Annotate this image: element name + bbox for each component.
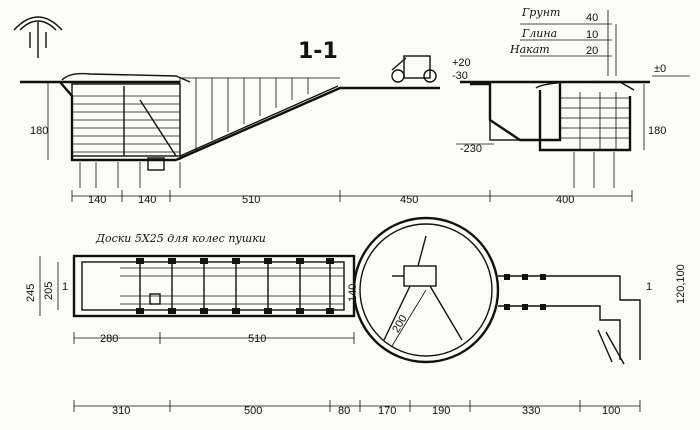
elev-zero: ±0 [654,63,666,75]
emblem-icon [13,16,63,58]
section-title: 1-1 [298,39,338,64]
section-right-depth: 180 [648,125,666,137]
plan-row2-2: 80 [338,405,350,417]
legend-value-0: 40 [586,12,598,24]
plan-right-note: 120,100 [675,264,687,304]
gun-icon [391,55,437,83]
plan-row1-0: 280 [100,333,118,345]
section-view: +20 -30 ±0 -230 180 180 140 140 510 450 … [20,55,690,206]
sdim-1: 140 [138,194,156,206]
legend-label-1: Глина [521,27,557,40]
plan-radius: 200 [390,313,410,335]
plan-row2-0: 310 [112,405,130,417]
plan-row1-1: 510 [248,333,266,345]
sdim-0: 140 [88,194,106,206]
plan-left-inner: 205 [43,282,55,300]
section-mark-right: 1 [646,281,652,293]
elev-minus30: -30 [452,70,468,82]
elev-minus230: -230 [460,143,482,155]
layer-legend: Грунт 40 Глина 10 Накат 20 [509,6,617,76]
sdim-4: 400 [556,194,574,206]
section-left-depth: 180 [30,125,48,137]
legend-label-2: Накат [509,43,550,56]
plan-row2-5: 330 [522,405,540,417]
sdim-3: 450 [400,194,418,206]
sdim-2: 510 [242,194,260,206]
plan-row2-4: 190 [432,405,450,417]
plan-view: Доски 5X25 для колес пушки [25,216,687,417]
plan-row2-6: 100 [602,405,620,417]
plan-bridge-width: 140 [347,284,359,302]
plan-note: Доски 5X25 для колес пушки [95,232,266,245]
gun-plan-icon [383,235,463,341]
plan-row2-3: 170 [378,405,396,417]
legend-value-1: 10 [586,29,598,41]
section-mark-left: 1 [62,281,68,293]
legend-value-2: 20 [586,45,598,57]
legend-label-0: Грунт [521,6,560,19]
elev-plus20: +20 [452,57,471,69]
plan-row2-1: 500 [244,405,262,417]
plan-left-outer: 245 [25,284,37,302]
